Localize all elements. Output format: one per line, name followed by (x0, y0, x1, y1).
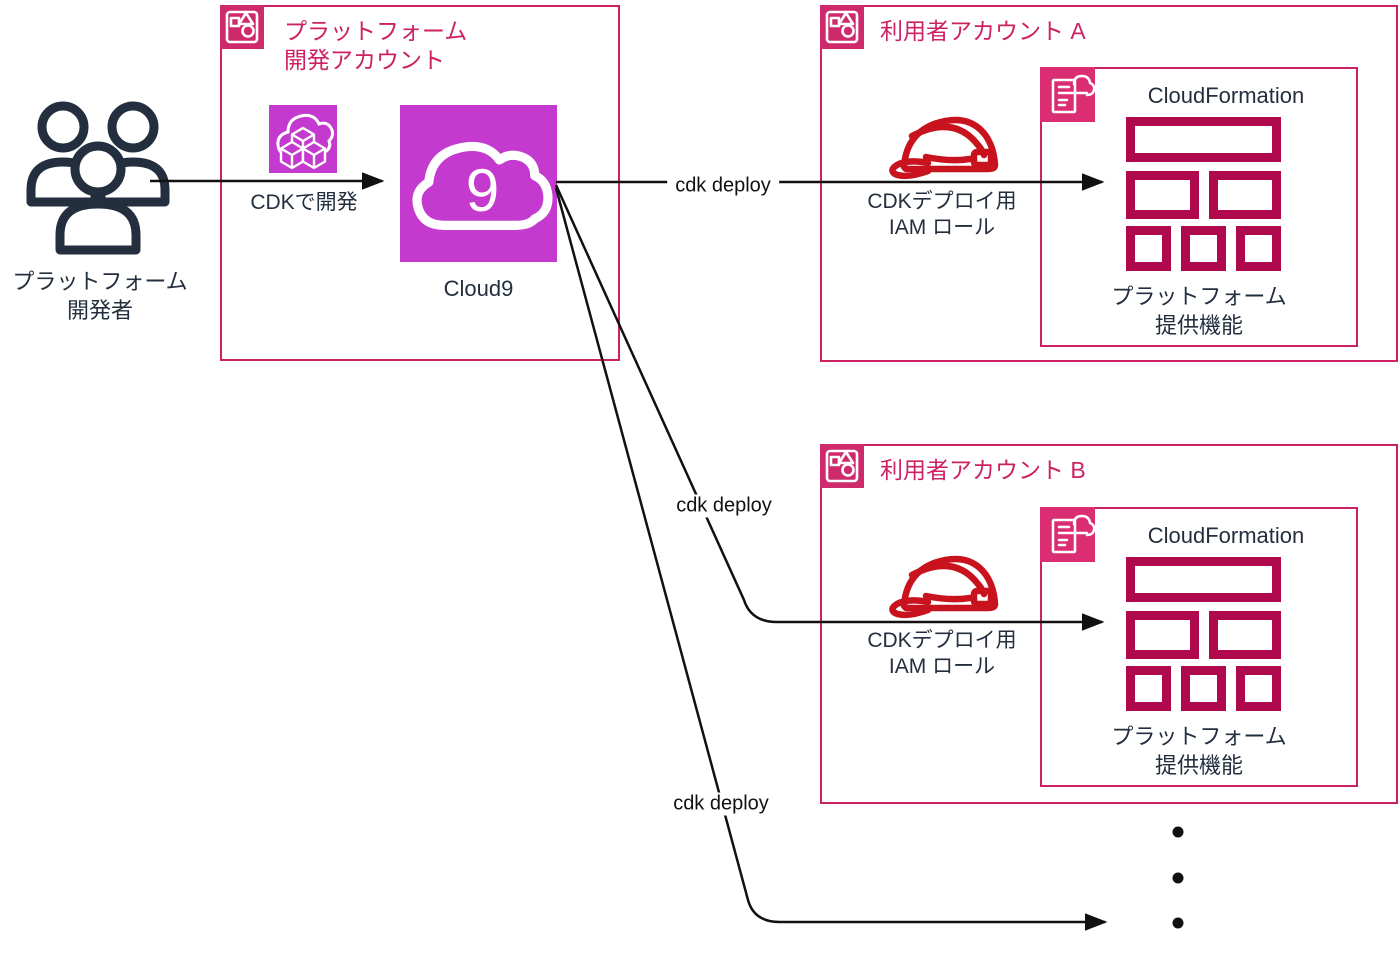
stack-blocks (1126, 117, 1281, 275)
iam-role-helmet-icon (889, 555, 999, 619)
account-b-title: 利用者アカウント B (880, 457, 1086, 483)
cloudformation-icon (1040, 507, 1096, 562)
deploy-b-label: cdk deploy (668, 494, 780, 518)
cloudformation-box-a: CloudFormation プラットフォーム 提供機能 (1040, 67, 1358, 347)
iam-role-helmet-icon (889, 116, 999, 180)
stack-label: プラットフォーム 提供機能 (1111, 284, 1287, 338)
platform-account-title: プラットフォーム 開発アカウント (284, 18, 468, 74)
vertical-ellipsis-dots (1172, 826, 1184, 929)
user-account-b-box: 利用者アカウント B CDKデプロイ用 IAM ロール (820, 444, 1398, 804)
cdk-icon (269, 105, 337, 173)
cloudformation-box-b: CloudFormation プラットフォーム 提供機能 (1040, 507, 1358, 787)
cloudformation-icon (1040, 67, 1096, 122)
cloudformation-title: CloudFormation (1147, 83, 1305, 108)
svg-text:9: 9 (466, 157, 499, 224)
iam-role-label: CDKデプロイ用 IAM ロール (867, 190, 1017, 240)
deploy-more-label: cdk deploy (665, 792, 777, 816)
stack-label: プラットフォーム 提供機能 (1111, 724, 1287, 778)
users-icon (26, 101, 170, 255)
aws-account-icon (820, 444, 864, 488)
user-account-a-box: 利用者アカウント A CDKデプロイ用 IAM ロール (820, 5, 1398, 362)
developer-label: プラットフォーム 開発者 (12, 269, 188, 323)
cloud9-icon: 9 (400, 105, 557, 262)
stack-blocks (1126, 557, 1281, 715)
cdk-label: CDKで開発 (250, 191, 358, 214)
aws-account-icon (820, 5, 864, 49)
account-a-title: 利用者アカウント A (880, 18, 1086, 44)
cloudformation-title: CloudFormation (1147, 523, 1305, 548)
deploy-a-label: cdk deploy (667, 174, 779, 198)
aws-account-icon (220, 5, 264, 49)
cloud9-label: Cloud9 (443, 276, 514, 301)
platform-account-box: プラットフォーム 開発アカウント CDKで開発 9 (220, 5, 620, 361)
iam-role-label: CDKデプロイ用 IAM ロール (867, 629, 1017, 679)
